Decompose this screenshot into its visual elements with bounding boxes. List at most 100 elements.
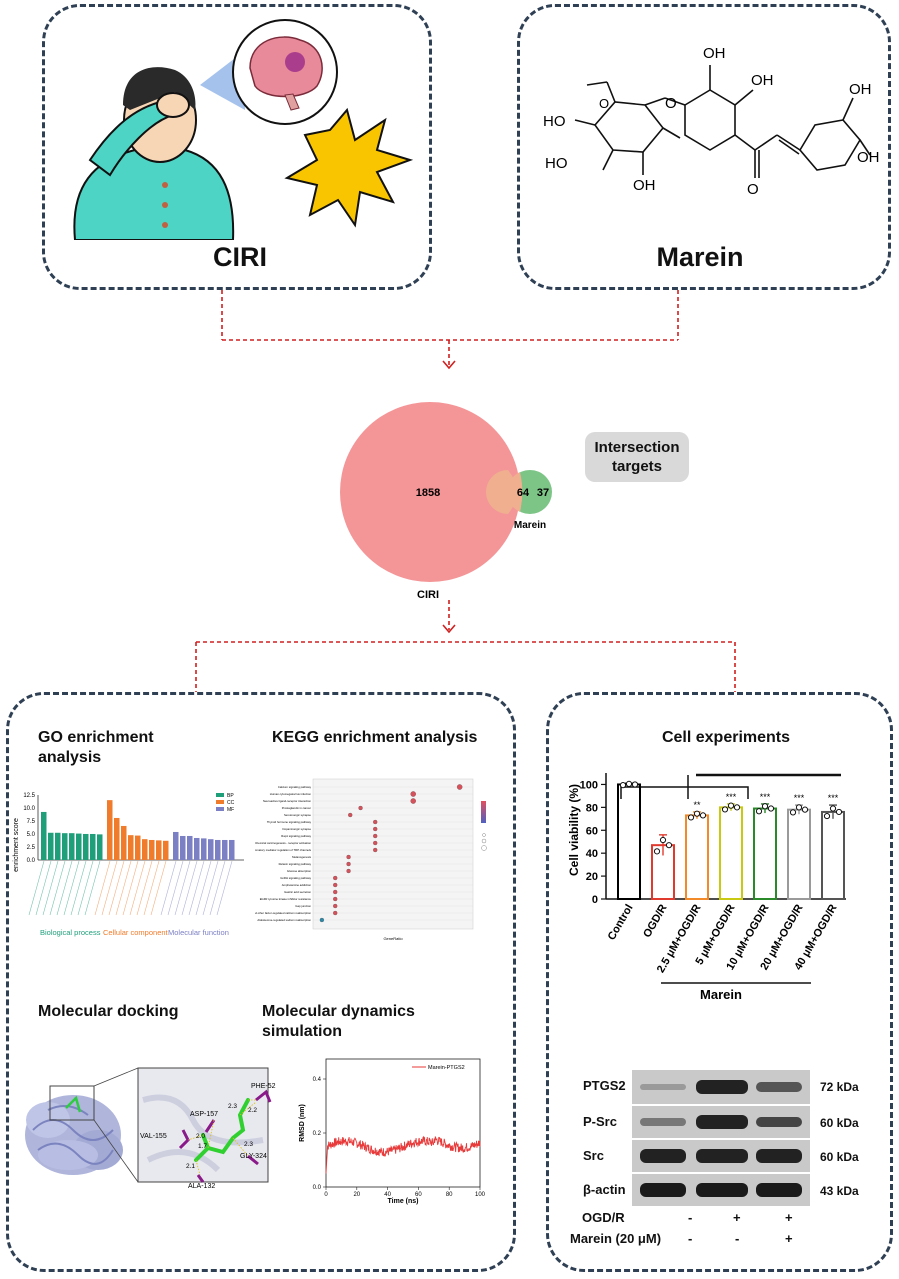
mol-label-o-2: O — [665, 95, 677, 112]
distance-2: 2.2 — [248, 1107, 257, 1114]
wb-size-src: 60 kDa — [820, 1150, 859, 1164]
cell-significance: ** — [693, 800, 701, 810]
residue-asp-157: ASP-157 — [190, 1111, 218, 1118]
go-y-tick: 10.0 — [23, 806, 35, 812]
residue-gly-324: GLY-324 — [240, 1153, 267, 1160]
cond-marein-3: + — [785, 1231, 793, 1246]
wb-label-actin: β-actin — [583, 1182, 626, 1197]
kegg-dot — [410, 791, 416, 797]
kegg-dot — [358, 805, 363, 811]
kegg-pathway-label: Thyroid hormone signaling pathway — [267, 820, 312, 824]
go-y-tick: 0.0 — [27, 858, 36, 864]
ciri-illustration — [73, 19, 414, 240]
kegg-dot — [346, 861, 351, 867]
cond-ogdr-3: + — [785, 1210, 793, 1225]
kegg-pathway-label: Chemical carcinogenesis - receptor activ… — [255, 841, 311, 845]
kegg-pathway-label: Neuroactive ligand-receptor interaction — [263, 799, 311, 803]
venn-overlap-count: 64 — [517, 487, 530, 499]
cell-data-point — [795, 804, 803, 811]
kegg-title: KEGG enrichment analysis — [272, 729, 478, 746]
cell-y-tick: 0 — [592, 894, 598, 906]
cell-data-point — [693, 810, 701, 817]
go-bar — [90, 833, 96, 860]
cell-data-point — [835, 808, 843, 816]
kegg-dot — [348, 812, 353, 818]
md-x-tick: 60 — [415, 1192, 422, 1198]
distance-1: 2.3 — [228, 1103, 237, 1110]
cell-data-point — [727, 802, 735, 809]
wb-size-psrc: 60 kDa — [820, 1116, 859, 1130]
residue-val-155: VAL-155 — [140, 1133, 167, 1140]
kegg-pathway-label: Rap1 signaling pathway — [281, 834, 311, 838]
kegg-pathway-label: EGFR tyrosine kinase inhibitor resistanc… — [260, 897, 312, 901]
venn-left-label: CIRI — [417, 589, 439, 601]
distance-5: 2.3 — [244, 1141, 253, 1148]
go-legend-bp: BP — [227, 793, 234, 799]
cond-ogdr-1: - — [688, 1210, 693, 1225]
cell-significance: *** — [760, 792, 771, 802]
wb-size-ptgs2: 72 kDa — [820, 1080, 859, 1094]
cell-title: Cell experiments — [661, 729, 791, 746]
md-title: Molecular dynamics simulation — [262, 1003, 415, 1040]
marein-structure: HO HO OH OH OH OH OH O O O — [543, 45, 880, 198]
go-group-mf: Molecular function — [168, 928, 229, 937]
cell-bar — [821, 810, 845, 900]
kegg-pathway-label: Endocrine and other factor-regulated cal… — [255, 911, 311, 915]
cell-group-label: Marein — [700, 987, 742, 1002]
residue-ala-132: ALA-132 — [188, 1183, 215, 1190]
mol-label-o-3: O — [599, 96, 609, 111]
go-bar — [69, 833, 75, 860]
mol-label-oh-1: OH — [703, 45, 726, 62]
cell-bar — [753, 807, 777, 900]
cell-data-point — [653, 848, 661, 855]
wb-label-src: Src — [583, 1148, 604, 1163]
pain-burst-icon — [284, 107, 414, 228]
kegg-dot — [456, 784, 463, 790]
cell-data-point — [619, 782, 627, 789]
kegg-x-label: GeneRatio — [383, 936, 403, 941]
cell-y-tick: 40 — [586, 848, 598, 860]
kegg-dot — [333, 889, 338, 895]
cell-data-point — [755, 808, 763, 815]
cond-label-ogdr: OGD/R — [582, 1210, 625, 1225]
cell-x-tick: OGD/R — [641, 902, 669, 939]
cell-data-point — [829, 805, 837, 812]
md-y-label: RMSD (nm) — [299, 1104, 306, 1142]
cell-bar — [719, 806, 743, 900]
go-bar — [76, 833, 82, 860]
go-bar — [222, 839, 228, 860]
go-y-label: enrichment score — [13, 818, 20, 872]
kegg-dot — [373, 819, 378, 825]
cell-y-tick: 100 — [580, 779, 598, 791]
cell-significance: *** — [828, 793, 839, 803]
mol-label-o-1: O — [747, 181, 759, 198]
cell-data-point — [659, 836, 667, 844]
kegg-pathway-label: Serotonergic synapse — [284, 813, 311, 817]
kegg-dot — [333, 896, 338, 902]
md-x-label: Time (ns) — [388, 1198, 419, 1205]
kegg-pathway-label: Calcium signaling pathway — [278, 785, 312, 789]
venn-right-only: 37 — [537, 487, 549, 499]
go-bar — [180, 835, 186, 860]
distance-3: 2.0 — [196, 1133, 205, 1140]
mol-label-oh-3: OH — [849, 81, 872, 98]
kegg-dot — [373, 826, 378, 832]
md-x-tick: 20 — [353, 1192, 360, 1198]
cell-y-tick: 80 — [586, 802, 598, 814]
md-y-tick: 0.4 — [313, 1077, 322, 1083]
cell-y-tick: 20 — [586, 871, 598, 883]
wb-label-psrc: P-Src — [583, 1114, 617, 1129]
kegg-pathway-label: Prostaglandin in cancer — [282, 806, 311, 810]
kegg-dot — [373, 847, 378, 853]
venn-left-only: 1858 — [416, 487, 440, 499]
go-bar — [163, 840, 169, 860]
go-group-bp: Biological process — [40, 928, 101, 937]
distance-4: 1.7 — [198, 1143, 207, 1150]
go-bar — [128, 835, 134, 860]
md-x-tick: 80 — [446, 1192, 453, 1198]
go-bar — [135, 835, 141, 860]
mol-label-ho-1: HO — [543, 113, 566, 130]
